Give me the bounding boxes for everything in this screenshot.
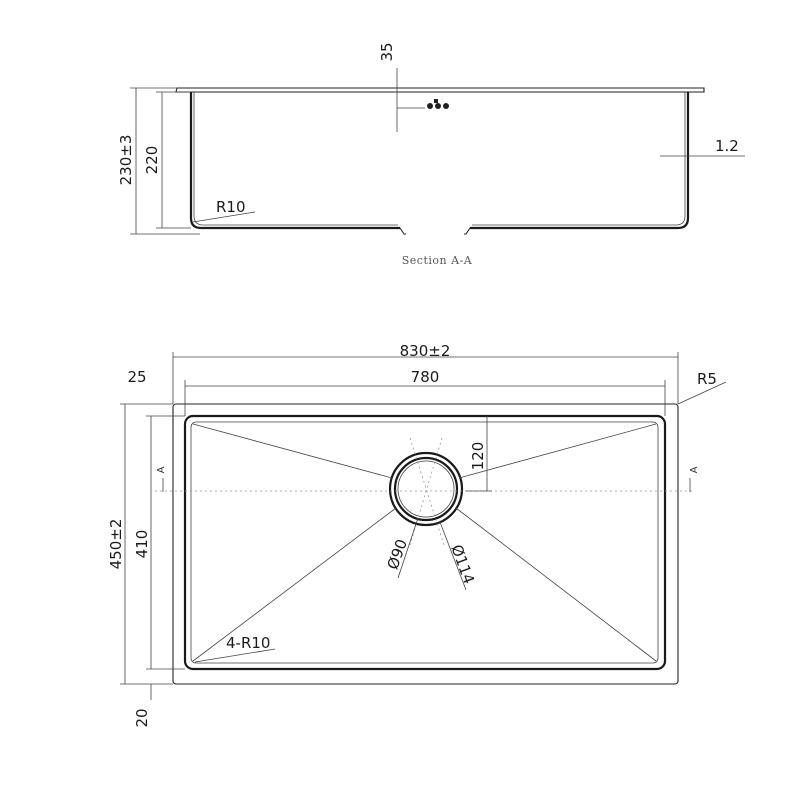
dim-overall-depth: 450±2 <box>107 519 125 570</box>
brand-mark-icon <box>427 99 449 109</box>
slope-lines <box>192 423 657 662</box>
radius-corner: R5 <box>697 370 717 388</box>
drain-inner-ring <box>393 456 459 522</box>
radius-inner-corners: 4-R10 <box>226 634 270 652</box>
section-drain-right <box>464 227 471 235</box>
section-inner-edge <box>193 92 686 226</box>
section-drain-left <box>399 227 406 235</box>
section-rim <box>175 87 705 93</box>
drain-outer-ring <box>388 451 464 527</box>
section-left-wall <box>189 92 400 230</box>
section-marker-left: A <box>156 466 167 473</box>
dim-flange: 35 <box>378 42 396 61</box>
radius-bottom: R10 <box>216 198 246 216</box>
dim-thickness: 1.2 <box>715 137 739 155</box>
drain-outer-diameter: Ø114 <box>447 542 478 586</box>
dim-offset-bottom: 20 <box>133 708 151 727</box>
dim-offset-left: 25 <box>127 368 146 386</box>
plan-view: A A 830±2 780 25 R5 450±2 410 20 <box>107 342 727 728</box>
dim-inner-depth: 410 <box>133 530 151 559</box>
section-right-wall <box>470 92 690 230</box>
dim-inner-width: 780 <box>411 368 440 386</box>
dim-depth-inner: 220 <box>143 146 161 175</box>
section-marker-right: A <box>689 466 700 473</box>
plan-bowl <box>183 414 667 671</box>
plan-outer-flange <box>172 403 679 685</box>
dim-overall-width: 830±2 <box>400 342 451 360</box>
drain-inner-diameter: Ø90 <box>384 537 411 572</box>
dim-depth-total: 230±3 <box>117 135 135 186</box>
section-view: 230±3 220 35 1.2 R10 Section A-A <box>117 42 745 267</box>
dim-drain-offset: 120 <box>469 442 487 471</box>
section-caption: Section A-A <box>402 254 473 267</box>
